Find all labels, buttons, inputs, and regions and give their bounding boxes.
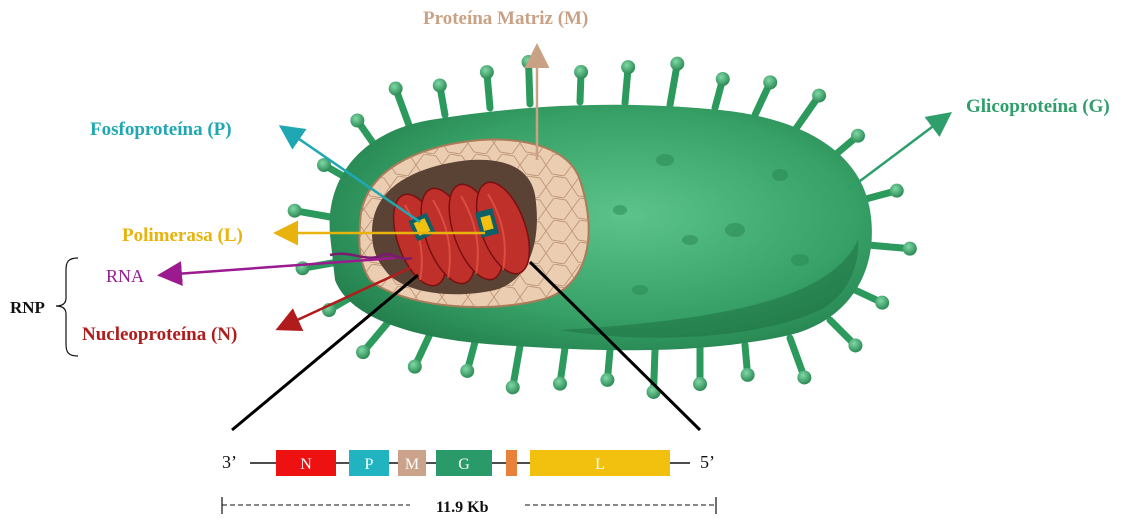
glycoprotein-spike-head xyxy=(288,204,302,218)
gene-label-p: P xyxy=(365,456,374,473)
glycoprotein-spike-head xyxy=(763,75,777,89)
glycoprotein-spike-head xyxy=(903,242,917,256)
glycoprotein-spike-head xyxy=(574,65,588,79)
glycoprotein-spike-head xyxy=(848,338,862,352)
glycoprotein-spike-head xyxy=(553,377,567,391)
gene-label-m: M xyxy=(405,456,419,473)
glycoprotein-spike-head xyxy=(389,82,403,96)
glycoprotein-spike-head xyxy=(741,368,755,382)
glycoprotein-spike-head xyxy=(522,55,536,69)
glycoprotein-spike-head xyxy=(480,65,494,79)
gene-label-g: G xyxy=(458,456,470,473)
glycoprotein-spike-head xyxy=(408,360,422,374)
genome-map: 3’ 5’ N P M G L 11.9 Kb xyxy=(222,450,716,516)
genome-3prime-label: 3’ xyxy=(222,452,237,472)
glycoprotein-spike-head xyxy=(851,129,865,143)
gene-box-intergenic xyxy=(506,450,517,476)
virus-illustration xyxy=(288,55,917,399)
glycoprotein-spike-head xyxy=(875,296,889,310)
glycoprotein-spike-head xyxy=(350,114,364,128)
glycoprotein-spike-head xyxy=(890,184,904,198)
gene-label-l: L xyxy=(595,456,605,473)
glycoprotein-spike-head xyxy=(356,345,370,359)
zoom-line-left xyxy=(232,275,418,430)
glycoprotein-spike-head xyxy=(716,72,730,86)
genome-5prime-label: 5’ xyxy=(700,452,715,472)
glycoprotein-spike-head xyxy=(600,373,614,387)
glycoprotein-spike-head xyxy=(621,60,635,74)
glycoprotein-arrow xyxy=(848,115,948,190)
rna-label: RNA xyxy=(106,266,144,286)
glycoprotein-spike-head xyxy=(506,380,520,394)
glycoprotein-label: Glicoproteína (G) xyxy=(966,96,1110,117)
polymerase-label: Polimerasa (L) xyxy=(122,225,243,246)
glycoprotein-spike-head xyxy=(812,89,826,103)
rnp-label: RNP xyxy=(10,298,45,317)
nucleoprotein-label: Nucleoproteína (N) xyxy=(82,324,237,345)
glycoprotein-spike-head xyxy=(797,370,811,384)
glycoprotein-spike-head xyxy=(460,364,474,378)
glycoprotein-spike-head xyxy=(693,377,707,391)
glycoprotein-spike-head xyxy=(433,78,447,92)
gene-label-n: N xyxy=(300,456,312,473)
genome-length-label: 11.9 Kb xyxy=(436,499,489,516)
glycoprotein-spike-head xyxy=(670,57,684,71)
matrix-protein-label: Proteína Matriz (M) xyxy=(423,8,588,29)
phosphoprotein-label: Fosfoproteína (P) xyxy=(90,119,232,140)
rnp-bracket xyxy=(56,258,78,356)
